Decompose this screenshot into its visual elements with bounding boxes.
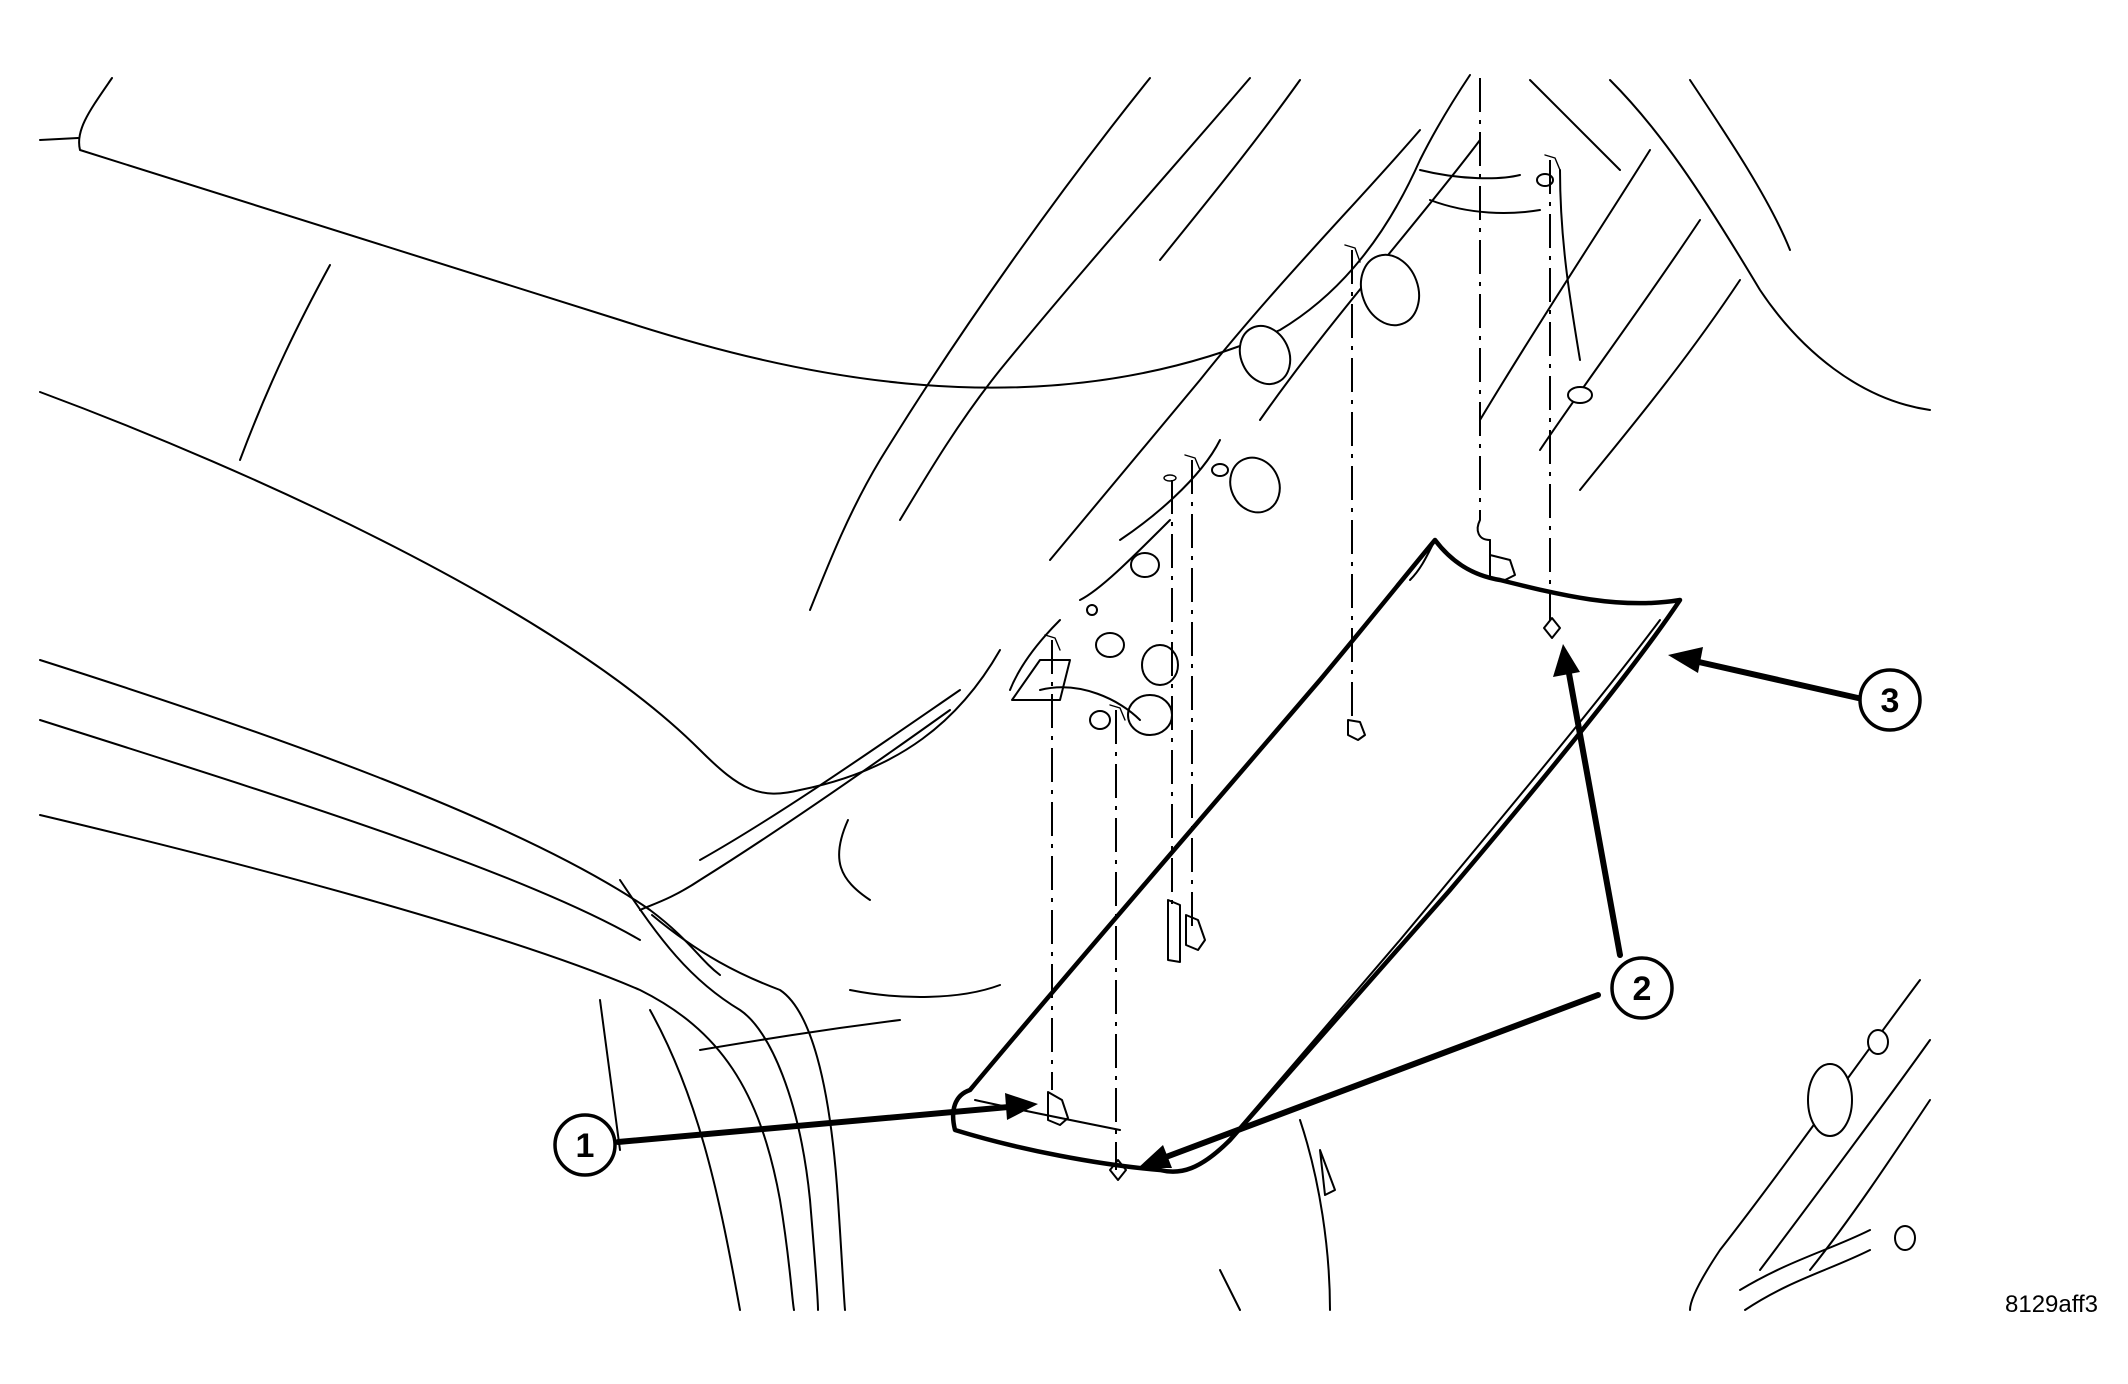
callout-1-label: 1	[576, 1127, 595, 1165]
callout-3: 3	[1858, 668, 1922, 732]
roof-rail-structure	[809, 77, 1931, 691]
figure-id: 8129aff3	[2005, 1291, 2098, 1318]
clip-upper-left-2	[1167, 899, 1181, 963]
leader-3	[1687, 657, 1861, 701]
callout-2: 2	[1610, 956, 1674, 1020]
arrowhead-1	[1005, 1093, 1038, 1120]
leader-2b	[1155, 992, 1601, 1163]
sill-trim-panel	[950, 519, 1683, 1174]
arrowhead-3	[1668, 647, 1703, 673]
vehicle-body-outline	[39, 74, 1471, 1311]
lower-right-body	[1219, 979, 1931, 1311]
callout-3-label: 3	[1881, 682, 1900, 720]
fasteners	[1047, 617, 1561, 1181]
retainer-upper	[1543, 617, 1561, 639]
callout-1: 1	[553, 1113, 617, 1177]
retainer-lower	[1109, 1159, 1127, 1181]
clip-middle	[1347, 719, 1366, 741]
installation-lines	[1044, 78, 1561, 1170]
clip-upper-left	[1185, 914, 1206, 951]
leader-1	[615, 1103, 1023, 1145]
arrowhead-2b	[1138, 1145, 1172, 1168]
panel-holes	[1011, 173, 1593, 736]
callout-2-label: 2	[1633, 970, 1652, 1008]
leader-2a	[1565, 665, 1623, 958]
arrowhead-2a	[1553, 644, 1580, 677]
clip-lower	[1047, 1091, 1069, 1126]
leader-arrows	[615, 644, 1861, 1168]
